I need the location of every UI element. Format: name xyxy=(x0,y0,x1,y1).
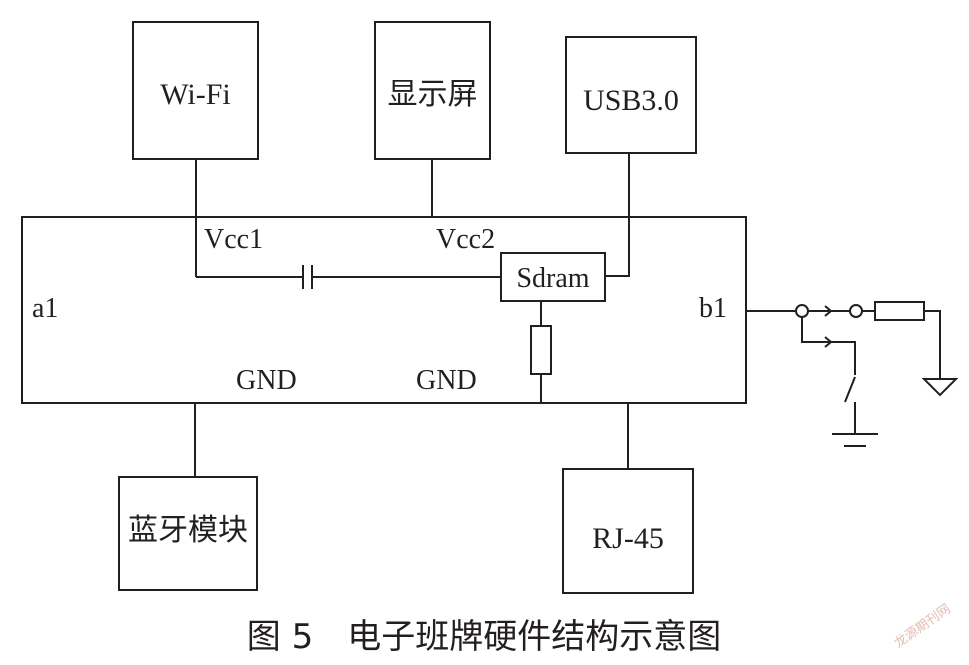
display-label: 显示屏 xyxy=(388,78,478,111)
terminal-right xyxy=(849,304,863,318)
b1-label: b1 xyxy=(699,293,727,324)
rj45-label: RJ-45 xyxy=(592,522,664,555)
bluetooth-module: 蓝牙模块 xyxy=(118,476,258,591)
arrow-bottom xyxy=(824,336,833,348)
bluetooth-label: 蓝牙模块 xyxy=(128,514,248,547)
display-module: 显示屏 xyxy=(374,21,491,160)
b1-external-circuit xyxy=(746,301,959,447)
sdram-chip: Sdram xyxy=(500,252,606,302)
usb-module: USB3.0 xyxy=(565,36,697,154)
resistor xyxy=(530,325,552,375)
usb-wire xyxy=(605,153,630,277)
fuse xyxy=(874,301,925,321)
usb-label: USB3.0 xyxy=(583,84,679,117)
wifi-module: Wi-Fi xyxy=(132,21,259,160)
vcc1-label: Vcc1 xyxy=(204,224,263,255)
wifi-label: Wi-Fi xyxy=(160,78,230,111)
gnd-left-label: GND xyxy=(236,365,297,396)
figure-caption: 图 5 电子班牌硬件结构示意图 xyxy=(247,617,721,657)
ground-triangle xyxy=(921,378,959,397)
gnd-right-label: GND xyxy=(416,365,477,396)
switch-branch xyxy=(801,317,856,375)
a1-label: a1 xyxy=(32,293,58,324)
vcc2-label: Vcc2 xyxy=(436,224,495,255)
switch-blade xyxy=(844,376,856,403)
rj45-module: RJ-45 xyxy=(562,468,694,594)
watermark: 龙源期刊网 xyxy=(892,602,954,652)
sdram-label: Sdram xyxy=(516,263,589,294)
arrow-top xyxy=(824,305,833,317)
terminal-left xyxy=(795,304,809,318)
ground-wire-right xyxy=(924,310,941,379)
main-board xyxy=(21,216,747,404)
